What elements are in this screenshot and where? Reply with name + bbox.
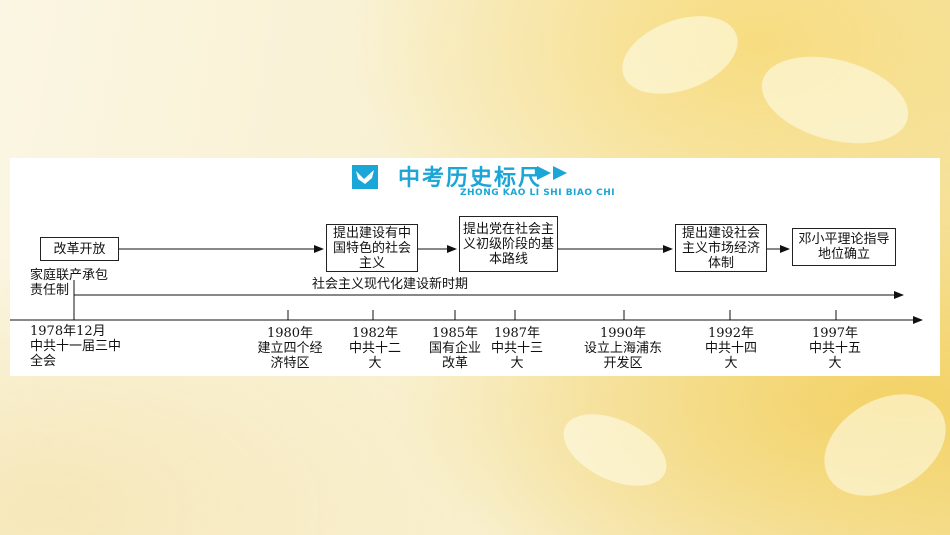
double-chevron-right-icon bbox=[537, 166, 567, 180]
box-market-economy: 提出建设社会主义市场经济体制 bbox=[675, 224, 767, 272]
event-1990: 1990年 设立上海浦东开发区 bbox=[578, 326, 668, 371]
box-primary-stage: 提出党在社会主义初级阶段的基本路线 bbox=[459, 216, 558, 272]
event-year: 1982年 bbox=[351, 326, 399, 341]
event-text: 中共十四大 bbox=[705, 341, 758, 371]
section-subtitle: ZHONG KAO LI SHI BIAO CHI bbox=[460, 188, 616, 198]
event-1980: 1980年 建立四个经济特区 bbox=[245, 326, 335, 371]
event-year: 1997年 bbox=[811, 326, 859, 341]
event-1978: 1978年12月 中共十一届三中全会 bbox=[30, 324, 130, 369]
event-1987: 1987年 中共十三大 bbox=[472, 326, 562, 371]
event-1992: 1992年 中共十四大 bbox=[686, 326, 776, 371]
event-text: 中共十一届三中全会 bbox=[30, 339, 122, 369]
event-year: 1992年 bbox=[707, 326, 755, 341]
timeline-lines bbox=[10, 245, 923, 324]
event-text: 设立上海浦东开发区 bbox=[583, 341, 662, 371]
event-year: 1987年 bbox=[493, 326, 541, 341]
bird-icon bbox=[352, 165, 378, 189]
event-text: 国有企业改革 bbox=[428, 341, 481, 371]
box-socialism-chinese: 提出建设有中国特色的社会主义 bbox=[326, 224, 418, 272]
event-1997: 1997年 中共十五大 bbox=[790, 326, 880, 371]
background-petal bbox=[752, 41, 918, 159]
event-1982: 1982年 中共十二大 bbox=[330, 326, 420, 371]
background-petal bbox=[806, 373, 950, 517]
event-text: 中共十五大 bbox=[809, 341, 862, 371]
event-year: 1978年12月 bbox=[30, 324, 106, 339]
section-title: 中考历史标尺 bbox=[398, 166, 543, 191]
event-year: 1990年 bbox=[599, 326, 647, 341]
event-text: 建立四个经济特区 bbox=[257, 341, 323, 371]
event-text: 中共十三大 bbox=[491, 341, 544, 371]
background-petal bbox=[552, 399, 678, 501]
label-household: 家庭联产承包责任制 bbox=[30, 268, 109, 298]
event-1985: 1985年 国有企业改革 bbox=[410, 326, 500, 371]
event-year: 1985年 bbox=[431, 326, 479, 341]
box-deng-theory: 邓小平理论指导地位确立 bbox=[792, 228, 896, 266]
label-modernization: 社会主义现代化建设新时期 bbox=[312, 277, 469, 292]
background-petal bbox=[611, 1, 749, 109]
timeline-panel: 中考历史标尺 ZHONG KAO LI SHI BIAO CHI bbox=[10, 158, 940, 376]
event-year: 1980年 bbox=[266, 326, 314, 341]
box-reform: 改革开放 bbox=[40, 237, 119, 261]
header: 中考历史标尺 ZHONG KAO LI SHI BIAO CHI bbox=[340, 158, 790, 203]
event-text: 中共十二大 bbox=[349, 341, 402, 371]
